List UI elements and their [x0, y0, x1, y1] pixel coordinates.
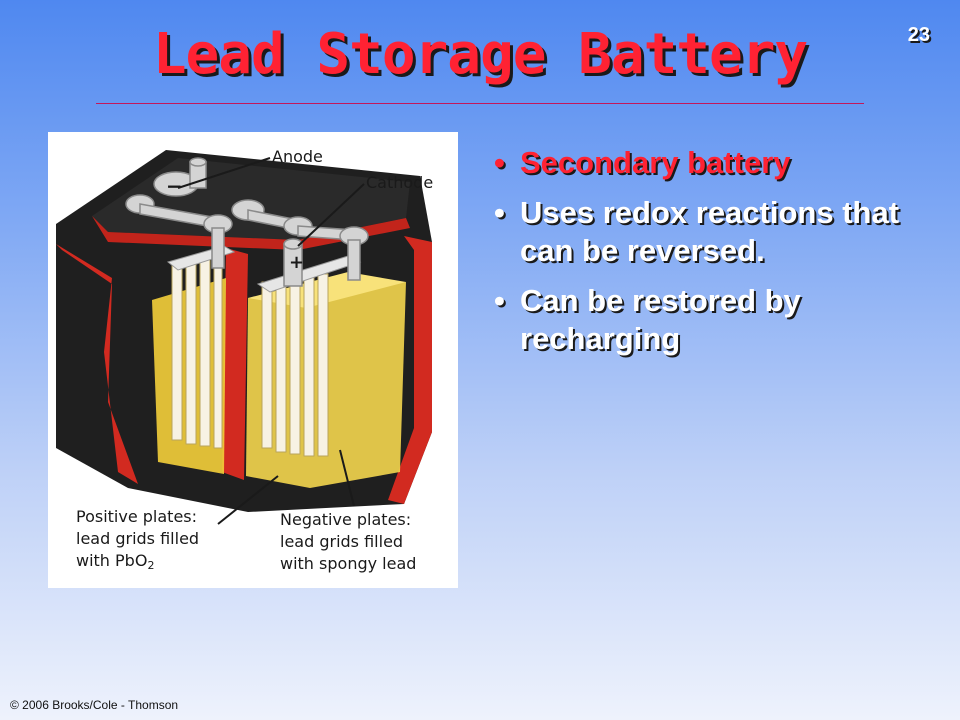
positive-terminal-sign: +	[289, 252, 304, 273]
leader-lines	[177, 157, 365, 525]
cut-edge-top	[92, 216, 410, 250]
cut-edge-divider	[222, 248, 248, 480]
bullet-item: Can be restored by recharging	[494, 282, 924, 358]
bullet-list: Secondary battery Uses redox reactions t…	[494, 144, 924, 370]
copyright-footer: © 2006 Brooks/Cole - Thomson	[10, 698, 179, 712]
negative-plates-label: Negative plates: lead grids filled with …	[280, 510, 417, 573]
positive-plates-label: Positive plates: lead grids filled with …	[76, 507, 200, 572]
cut-edge-right	[388, 236, 432, 504]
cell-connectors	[125, 194, 369, 281]
battery-figure: − + Anode Cathode Positive plates: lead …	[48, 132, 458, 588]
positive-terminal	[283, 238, 303, 287]
title-divider	[96, 103, 864, 104]
slide-title: Lead Storage Battery	[152, 22, 808, 87]
bullet-item: Secondary battery	[494, 144, 924, 182]
cathode-label: Cathode	[366, 173, 434, 192]
negative-terminal	[153, 157, 207, 197]
anode-label: Anode	[272, 147, 323, 166]
bullet-item: Uses redox reactions that can be reverse…	[494, 194, 924, 270]
negative-terminal-sign: −	[166, 174, 183, 198]
battery-cutaway-illustration: − +	[56, 150, 432, 525]
right-plates	[261, 273, 329, 457]
slide-number: 23	[907, 24, 930, 46]
